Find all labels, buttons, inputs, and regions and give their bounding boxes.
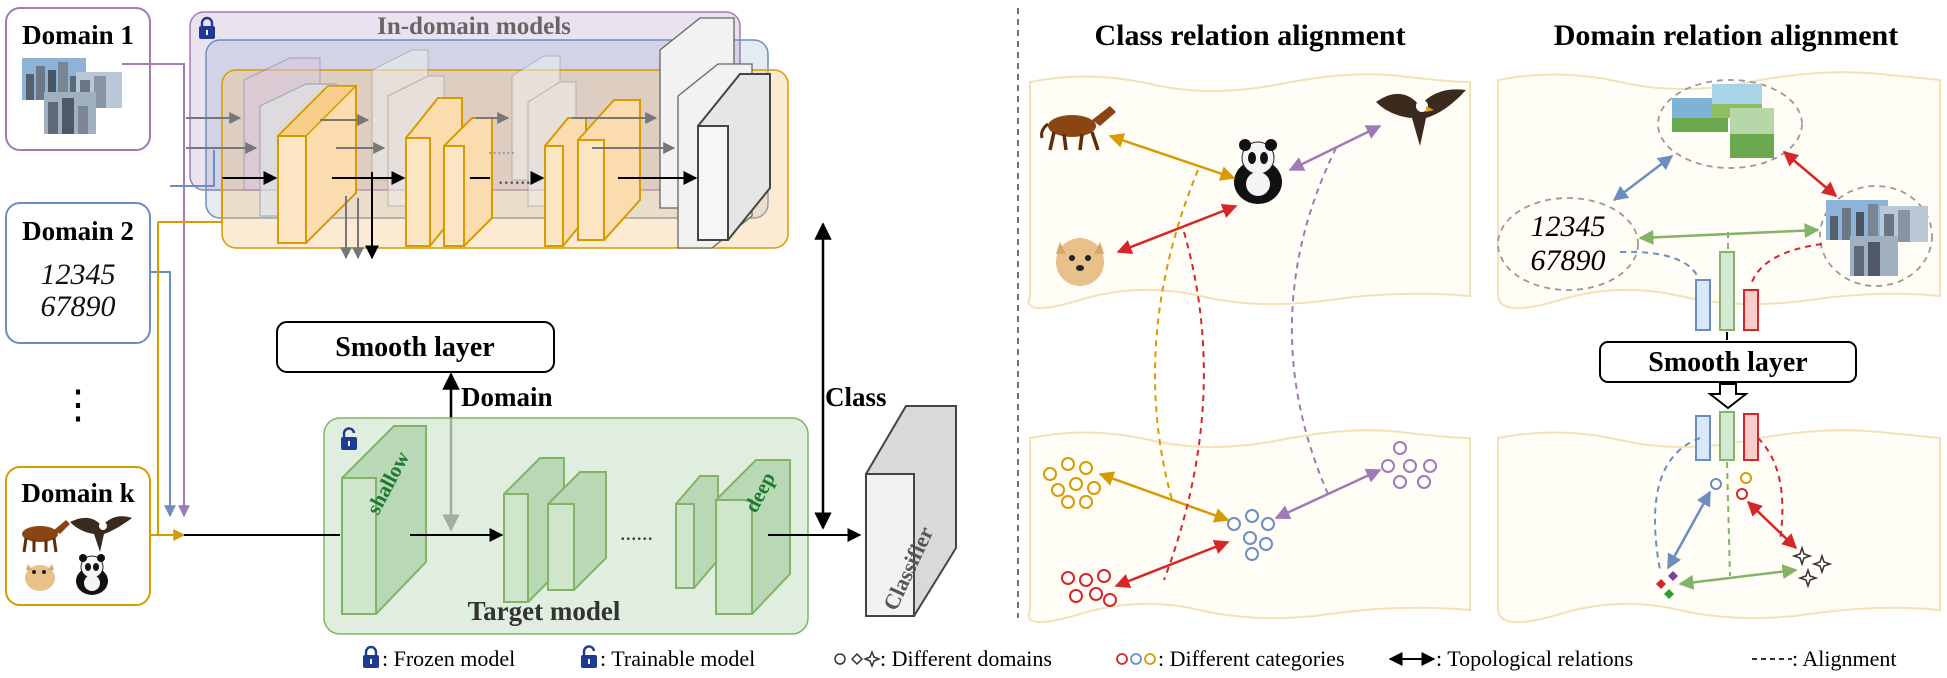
domain-2-box: Domain 2 12345 67890: [5, 202, 151, 344]
target-dots: ......: [620, 520, 653, 545]
classifier-block: Classifier: [865, 405, 957, 617]
right-lower-manifold: [1497, 429, 1941, 624]
target-block-deep: deep: [675, 459, 791, 615]
city-domain-ellipse: [1819, 185, 1933, 287]
legend: : Frozen model : Trainable model : Diffe…: [363, 645, 1897, 671]
horse-icon: [22, 520, 70, 553]
city-thumbnail-icon: [22, 58, 122, 134]
dog-icon: [25, 564, 55, 591]
in-domain-black-arrows: [222, 171, 698, 260]
domain-input-lines: [122, 63, 223, 541]
legend-trainable: : Trainable model: [600, 646, 755, 671]
target-block-shallow: shallow: [341, 425, 427, 615]
domain-1-label: Domain 1: [22, 20, 134, 50]
panda-icon: [76, 554, 108, 595]
in-domain-dots: ......: [498, 164, 531, 189]
domain-k-label: Domain k: [21, 478, 134, 508]
upper-bar-red: [1743, 289, 1759, 331]
lower-bar-green: [1719, 411, 1735, 461]
domain-k-box: Domain k: [5, 466, 151, 606]
smooth-layer-box: [276, 321, 555, 373]
landscape-domain-ellipse: [1657, 79, 1803, 169]
lower-bar-red: [1743, 413, 1759, 461]
lock-icon: [363, 645, 379, 668]
lock-icon: [199, 16, 215, 39]
star-markers: [1791, 545, 1833, 589]
in-domain-head-block: [697, 73, 771, 241]
target-model-title: Target model: [468, 596, 621, 626]
smooth-layer-label: Smooth layer: [335, 332, 494, 363]
red-cluster: [1061, 569, 1117, 607]
domain-markers: [1710, 472, 1752, 500]
class-relation-arrows: [1098, 124, 1382, 589]
panda-icon: [1234, 139, 1282, 204]
domain-lower-alignment-lines: [1654, 437, 1784, 577]
diamond-markers: [1656, 571, 1678, 599]
domain-arrow-label: Domain: [461, 382, 553, 412]
digits-domain-ellipse: [1497, 197, 1639, 291]
legend-frozen: : Frozen model: [382, 646, 515, 671]
domain-upper-alignment-lines: [1619, 232, 1823, 283]
purple-cluster: [1381, 441, 1437, 489]
dog-icon: [1056, 238, 1104, 286]
legend-alignment: : Alignment: [1792, 646, 1897, 671]
upper-bar-blue: [1695, 279, 1711, 331]
category-circles-icon: [1116, 653, 1156, 665]
eagle-icon: [70, 516, 132, 552]
right-upper-manifold: [1497, 71, 1941, 310]
right-panel: Domain relation alignment 12345 67890: [1497, 19, 1941, 624]
middle-panel: Class relation alignment: [1027, 19, 1471, 624]
unlock-icon: [581, 645, 597, 668]
horse-icon: [1040, 106, 1116, 151]
hollow-down-arrow: [1707, 383, 1749, 410]
domain-2-label: Domain 2: [22, 216, 134, 246]
in-domain-gray-arrows: [186, 112, 676, 260]
in-domain-models-title: In-domain models: [377, 13, 571, 40]
domain-2-digits-line2: 67890: [41, 290, 116, 323]
right-digits-line2: 67890: [1531, 244, 1606, 277]
legend-domains: : Different domains: [880, 646, 1052, 671]
domain-relation-lower-arrows: [1666, 490, 1798, 590]
domain-2-digits-line1: 12345: [41, 258, 116, 291]
orange-cluster: [1043, 457, 1101, 509]
blue-cluster: [1227, 509, 1275, 561]
orange-block-2: [405, 97, 493, 247]
orange-block-1: [276, 85, 358, 244]
eagle-icon: [1376, 89, 1466, 146]
domain-relation-title: Domain relation alignment: [1554, 19, 1898, 52]
right-smooth-layer-box: [1599, 341, 1857, 383]
unlock-icon: [341, 427, 357, 450]
right-digits-line1: 12345: [1531, 210, 1606, 243]
lower-bar-blue: [1695, 415, 1711, 461]
landscape-thumbnail-icon: [1672, 84, 1774, 158]
city-thumbnail-icon: [1826, 200, 1928, 276]
domain-shapes-icon: [834, 649, 882, 669]
left-panel: Domain 1 Domain 2 12345 67890 ⋮ Domain k: [5, 7, 957, 635]
domain-1-box: Domain 1: [5, 7, 151, 151]
legend-categories: : Different categories: [1158, 646, 1345, 671]
in-domain-dots-back: ......: [488, 138, 515, 158]
class-alignment-lines: [1154, 147, 1337, 581]
target-block-middle: [503, 457, 607, 603]
orange-block-3: [544, 99, 641, 247]
class-relation-title: Class relation alignment: [1094, 19, 1405, 52]
class-arrow-label: Class: [825, 382, 887, 412]
right-smooth-layer-label: Smooth layer: [1648, 347, 1807, 378]
upper-bar-green: [1719, 251, 1735, 331]
legend-topological: : Topological relations: [1436, 646, 1633, 671]
domains-ellipsis: ⋮: [58, 382, 98, 427]
